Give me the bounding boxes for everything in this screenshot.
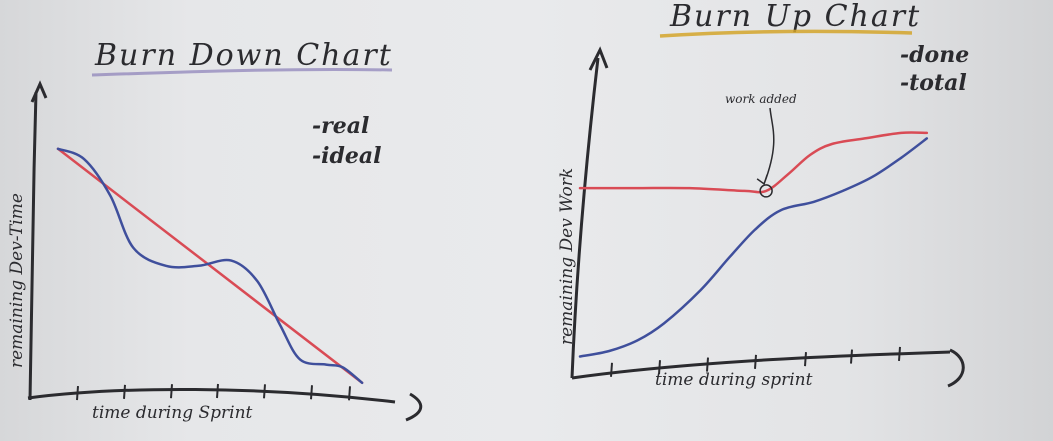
series-line-ideal <box>56 147 364 385</box>
burn-down-tick-2 <box>123 384 126 399</box>
burn-down-x-ticks <box>76 383 351 401</box>
burn-down-tick-4 <box>216 383 219 399</box>
burn-down-title-underline <box>91 67 393 77</box>
burn-up-y-axis <box>570 57 600 379</box>
burn-up-tick-6 <box>850 349 853 364</box>
series-line-real <box>56 147 364 385</box>
work-added-arrow <box>756 107 775 186</box>
burn-up-x-axis-arrow <box>947 348 965 388</box>
burn-up-tick-4 <box>754 354 757 369</box>
burn-up-tick-2 <box>658 360 661 375</box>
burn-down-y-axis-arrow <box>30 80 48 103</box>
burn-up-tick-7 <box>898 346 901 362</box>
legend-real-label: real <box>321 113 369 139</box>
burn-up-chart: Burn Up Chart remaining Dev Work time du… <box>557 0 969 390</box>
legend-done-label: done <box>909 42 969 68</box>
burn-up-legend: -done -total <box>900 42 969 96</box>
burn-down-tick-6 <box>310 385 313 400</box>
work-added-marker <box>759 184 773 198</box>
series-line-done <box>578 137 929 358</box>
burn-down-tick-5 <box>263 384 266 399</box>
burn-up-tick-3 <box>706 357 709 372</box>
legend-ideal: -ideal <box>312 143 382 169</box>
burn-up-title-underline <box>659 29 913 38</box>
legend-ideal-label: ideal <box>321 143 381 169</box>
burn-up-x-label: time during sprint <box>655 370 813 390</box>
burn-up-title: Burn Up Chart <box>669 0 921 34</box>
burn-down-tick-1 <box>76 386 79 401</box>
work-added-annotation: work added <box>725 92 797 198</box>
burn-up-y-label: remaining Dev Work <box>557 168 577 345</box>
work-added-label: work added <box>725 92 797 106</box>
burn-down-title: Burn Down Chart <box>94 38 393 73</box>
burn-up-x-ticks <box>610 346 901 377</box>
burn-down-x-axis-arrow <box>405 392 423 422</box>
legend-real: -real <box>312 113 369 139</box>
burn-down-y-label: remaining Dev-Time <box>7 193 27 368</box>
legend-done: -done <box>900 42 969 68</box>
burn-down-legend: -real -ideal <box>312 113 382 169</box>
series-line-total <box>578 131 929 194</box>
burn-down-tick-7 <box>348 386 351 401</box>
burn-down-y-axis <box>28 91 38 401</box>
legend-total: -total <box>900 70 967 96</box>
burn-up-tick-1 <box>610 362 613 377</box>
burn-down-x-axis <box>27 387 396 404</box>
burn-down-chart: Burn Down Chart remaining Dev-Time time … <box>7 38 423 423</box>
burn-up-tick-5 <box>804 352 807 367</box>
burn-down-x-label: time during Sprint <box>92 403 253 423</box>
burn-up-x-axis <box>571 350 951 380</box>
burn-down-tick-3 <box>170 384 173 399</box>
burn-up-y-axis-arrow <box>588 46 609 71</box>
legend-total-label: total <box>909 70 967 96</box>
